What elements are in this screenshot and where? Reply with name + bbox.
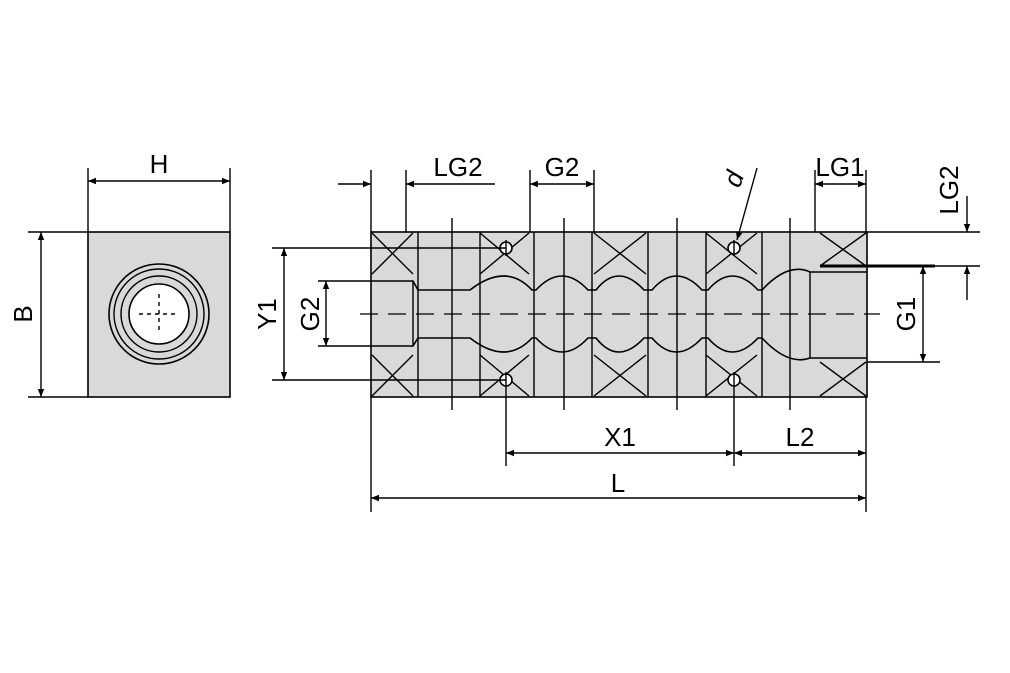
hole-mark bbox=[371, 232, 414, 275]
label-d: d bbox=[717, 166, 751, 191]
d-leader bbox=[736, 167, 758, 241]
bore-outline-bottom bbox=[371, 337, 867, 361]
label-l2: L2 bbox=[786, 422, 815, 452]
label-g2-vertical: G2 bbox=[295, 297, 325, 332]
hole-mark bbox=[819, 232, 867, 267]
label-l: L bbox=[611, 468, 625, 498]
label-y1: Y1 bbox=[252, 298, 282, 330]
hole-mark bbox=[593, 354, 647, 397]
bore-outline-top bbox=[371, 268, 867, 291]
hole-mark bbox=[819, 361, 867, 397]
label-lg2-right: LG2 bbox=[934, 165, 964, 214]
label-lg1: LG1 bbox=[815, 152, 864, 182]
label-g1: G1 bbox=[891, 297, 921, 332]
port-seat-ring bbox=[120, 275, 198, 353]
label-h: H bbox=[150, 149, 169, 179]
label-g2-top: G2 bbox=[545, 152, 580, 182]
mounting-holes-top bbox=[371, 232, 867, 275]
hole-mark bbox=[371, 354, 414, 397]
label-x1: X1 bbox=[604, 422, 636, 452]
label-lg2-top: LG2 bbox=[433, 152, 482, 182]
label-b: B bbox=[8, 305, 38, 322]
side-view: H B bbox=[8, 149, 231, 398]
port-thread-ring bbox=[113, 268, 205, 360]
front-view bbox=[360, 218, 935, 466]
hole-mark bbox=[593, 232, 647, 275]
